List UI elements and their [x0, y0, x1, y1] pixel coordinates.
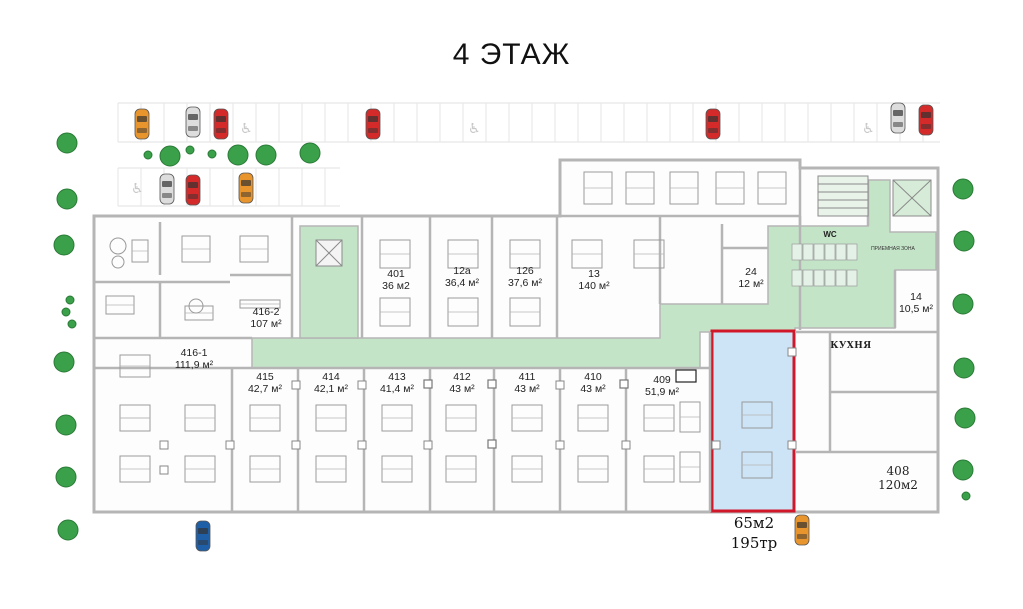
car-icon: [365, 108, 381, 140]
tree-icon: [952, 459, 974, 481]
tree-icon: [255, 144, 277, 166]
car-icon: [159, 173, 175, 205]
car-icon: [185, 106, 201, 138]
tree-icon: [61, 307, 71, 317]
trees: [53, 132, 976, 541]
car-icon: [185, 174, 201, 206]
tree-icon: [207, 149, 217, 159]
tree-icon: [55, 414, 77, 436]
tree-icon: [952, 293, 974, 315]
floor-title: 4 ЭТАЖ: [452, 38, 571, 71]
car-icon: [213, 108, 229, 140]
highlighted-room[interactable]: [710, 329, 796, 513]
reception-zone-label: ПРИЕМНАЯ ЗОНА: [871, 246, 915, 252]
svg-text:♿: ♿: [131, 181, 144, 197]
stairs: [315, 175, 932, 267]
highlight-price: 195тр: [730, 534, 778, 552]
building-outline: [92, 158, 940, 514]
kitchen-label: КУХНЯ: [830, 341, 872, 351]
svg-text:♿: ♿: [862, 121, 875, 137]
tree-icon: [67, 319, 77, 329]
tree-icon: [65, 295, 75, 305]
car-icon: [705, 108, 721, 140]
car-icon: [134, 108, 150, 140]
wc-label: WC: [823, 230, 837, 239]
car-icon: [195, 520, 211, 552]
tree-icon: [53, 234, 75, 256]
car-icon: [238, 172, 254, 204]
tree-icon: [953, 357, 975, 379]
tree-icon: [56, 132, 78, 154]
disabled-parking-icon: ♿ ♿ ♿ ♿: [131, 121, 875, 197]
tree-icon: [954, 407, 976, 429]
highlight-area: 65м2: [733, 514, 775, 532]
tree-icon: [159, 145, 181, 167]
tree-icon: [952, 178, 974, 200]
tree-icon: [961, 491, 971, 501]
tree-icon: [56, 188, 78, 210]
tree-icon: [185, 145, 195, 155]
tree-icon: [299, 142, 321, 164]
svg-text:♿: ♿: [468, 121, 481, 137]
tree-icon: [55, 466, 77, 488]
car-icon: [794, 514, 810, 546]
tree-icon: [143, 150, 153, 160]
cars: [134, 102, 934, 552]
tree-icon: [953, 230, 975, 252]
furniture: [105, 171, 858, 483]
svg-text:♿: ♿: [240, 121, 253, 137]
tree-icon: [57, 519, 79, 541]
parking-area: [118, 102, 940, 207]
tree-icon: [53, 351, 75, 373]
tree-icon: [227, 144, 249, 166]
car-icon: [918, 104, 934, 136]
car-icon: [890, 102, 906, 134]
